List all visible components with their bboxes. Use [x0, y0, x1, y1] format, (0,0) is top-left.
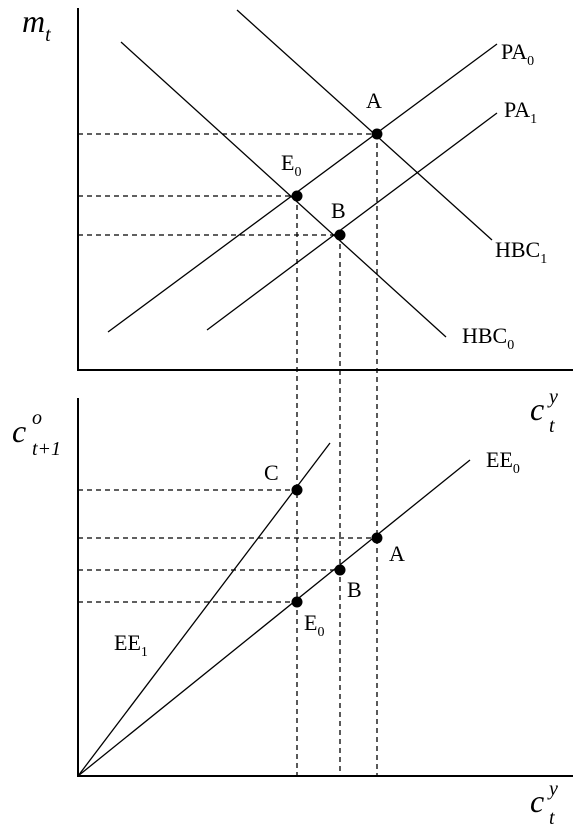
hbc1-label: HBC1 — [495, 237, 547, 267]
point-c-dot — [291, 484, 303, 496]
point-b2-label: B — [347, 577, 362, 602]
pa1-label: PA1 — [504, 97, 537, 127]
hbc0-line — [120, 41, 447, 338]
ee1-label: EE1 — [114, 630, 148, 660]
point-e0-label: E0 — [281, 150, 301, 180]
hbc0-label: HBC0 — [462, 323, 514, 353]
point-a2-dot — [371, 532, 383, 544]
pa0-label: PA0 — [501, 39, 534, 69]
pa0-line — [107, 43, 498, 333]
point-a-label: A — [366, 88, 382, 113]
ee0-label: EE0 — [486, 447, 520, 477]
ee1-line — [77, 442, 331, 777]
ee0-line — [77, 459, 471, 777]
vertical-guides — [296, 134, 378, 775]
top-y-axis-label: mt — [22, 3, 51, 46]
point-e02-dot — [291, 596, 303, 608]
point-e02-label: E0 — [304, 610, 324, 640]
pa1-line — [206, 112, 498, 331]
point-a2-label: A — [389, 541, 405, 566]
point-b2-dot — [334, 564, 346, 576]
point-b-label: B — [331, 198, 346, 223]
hbc1-line — [236, 9, 493, 241]
point-c-label: C — [264, 460, 279, 485]
